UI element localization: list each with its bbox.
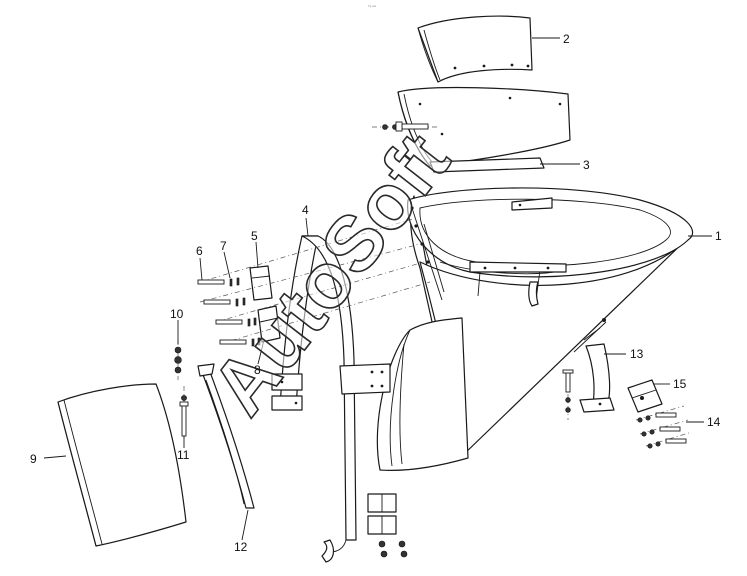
chute-half [376, 317, 469, 471]
part-6-bolts [197, 217, 431, 345]
callout-3: 3 [583, 158, 590, 172]
callout-11: 11 [177, 448, 190, 462]
part-5-clamp [249, 265, 273, 301]
callout-labels: 2 3 1 4 5 6 7 8 9 10 11 12 13 14 15 [30, 32, 722, 554]
callout-8: 8 [254, 363, 261, 377]
header-mark: ᵀᵖ ʷʷ [368, 4, 376, 9]
part-4-frame-tube [271, 235, 391, 563]
bottom-brackets [367, 493, 408, 558]
callout-14: 14 [707, 415, 721, 429]
leader-lines [43, 37, 712, 541]
part-9-side-panel [57, 383, 187, 547]
part-10-nuts [174, 340, 182, 380]
part-3-lid [397, 86, 571, 173]
part-8-clamp [257, 305, 281, 343]
callout-6: 6 [196, 244, 203, 258]
callout-12: 12 [234, 540, 248, 554]
part-11-bolt [179, 386, 189, 442]
callout-1: 1 [715, 229, 722, 243]
lid-bolt [372, 121, 438, 132]
callout-7: 7 [220, 239, 227, 253]
part-14-bolts [635, 405, 693, 449]
part-15-clamp [627, 379, 663, 413]
callout-15: 15 [673, 377, 687, 391]
callout-13: 13 [630, 347, 644, 361]
part-2-top-cover [417, 15, 533, 83]
callout-10: 10 [170, 307, 184, 321]
callout-9: 9 [30, 452, 37, 466]
callout-5: 5 [251, 229, 258, 243]
part-7-washers [229, 277, 261, 347]
callout-4: 4 [302, 203, 309, 217]
part-13-support [562, 343, 615, 420]
part-12-end-plate [197, 363, 255, 509]
callout-2: 2 [563, 32, 570, 46]
